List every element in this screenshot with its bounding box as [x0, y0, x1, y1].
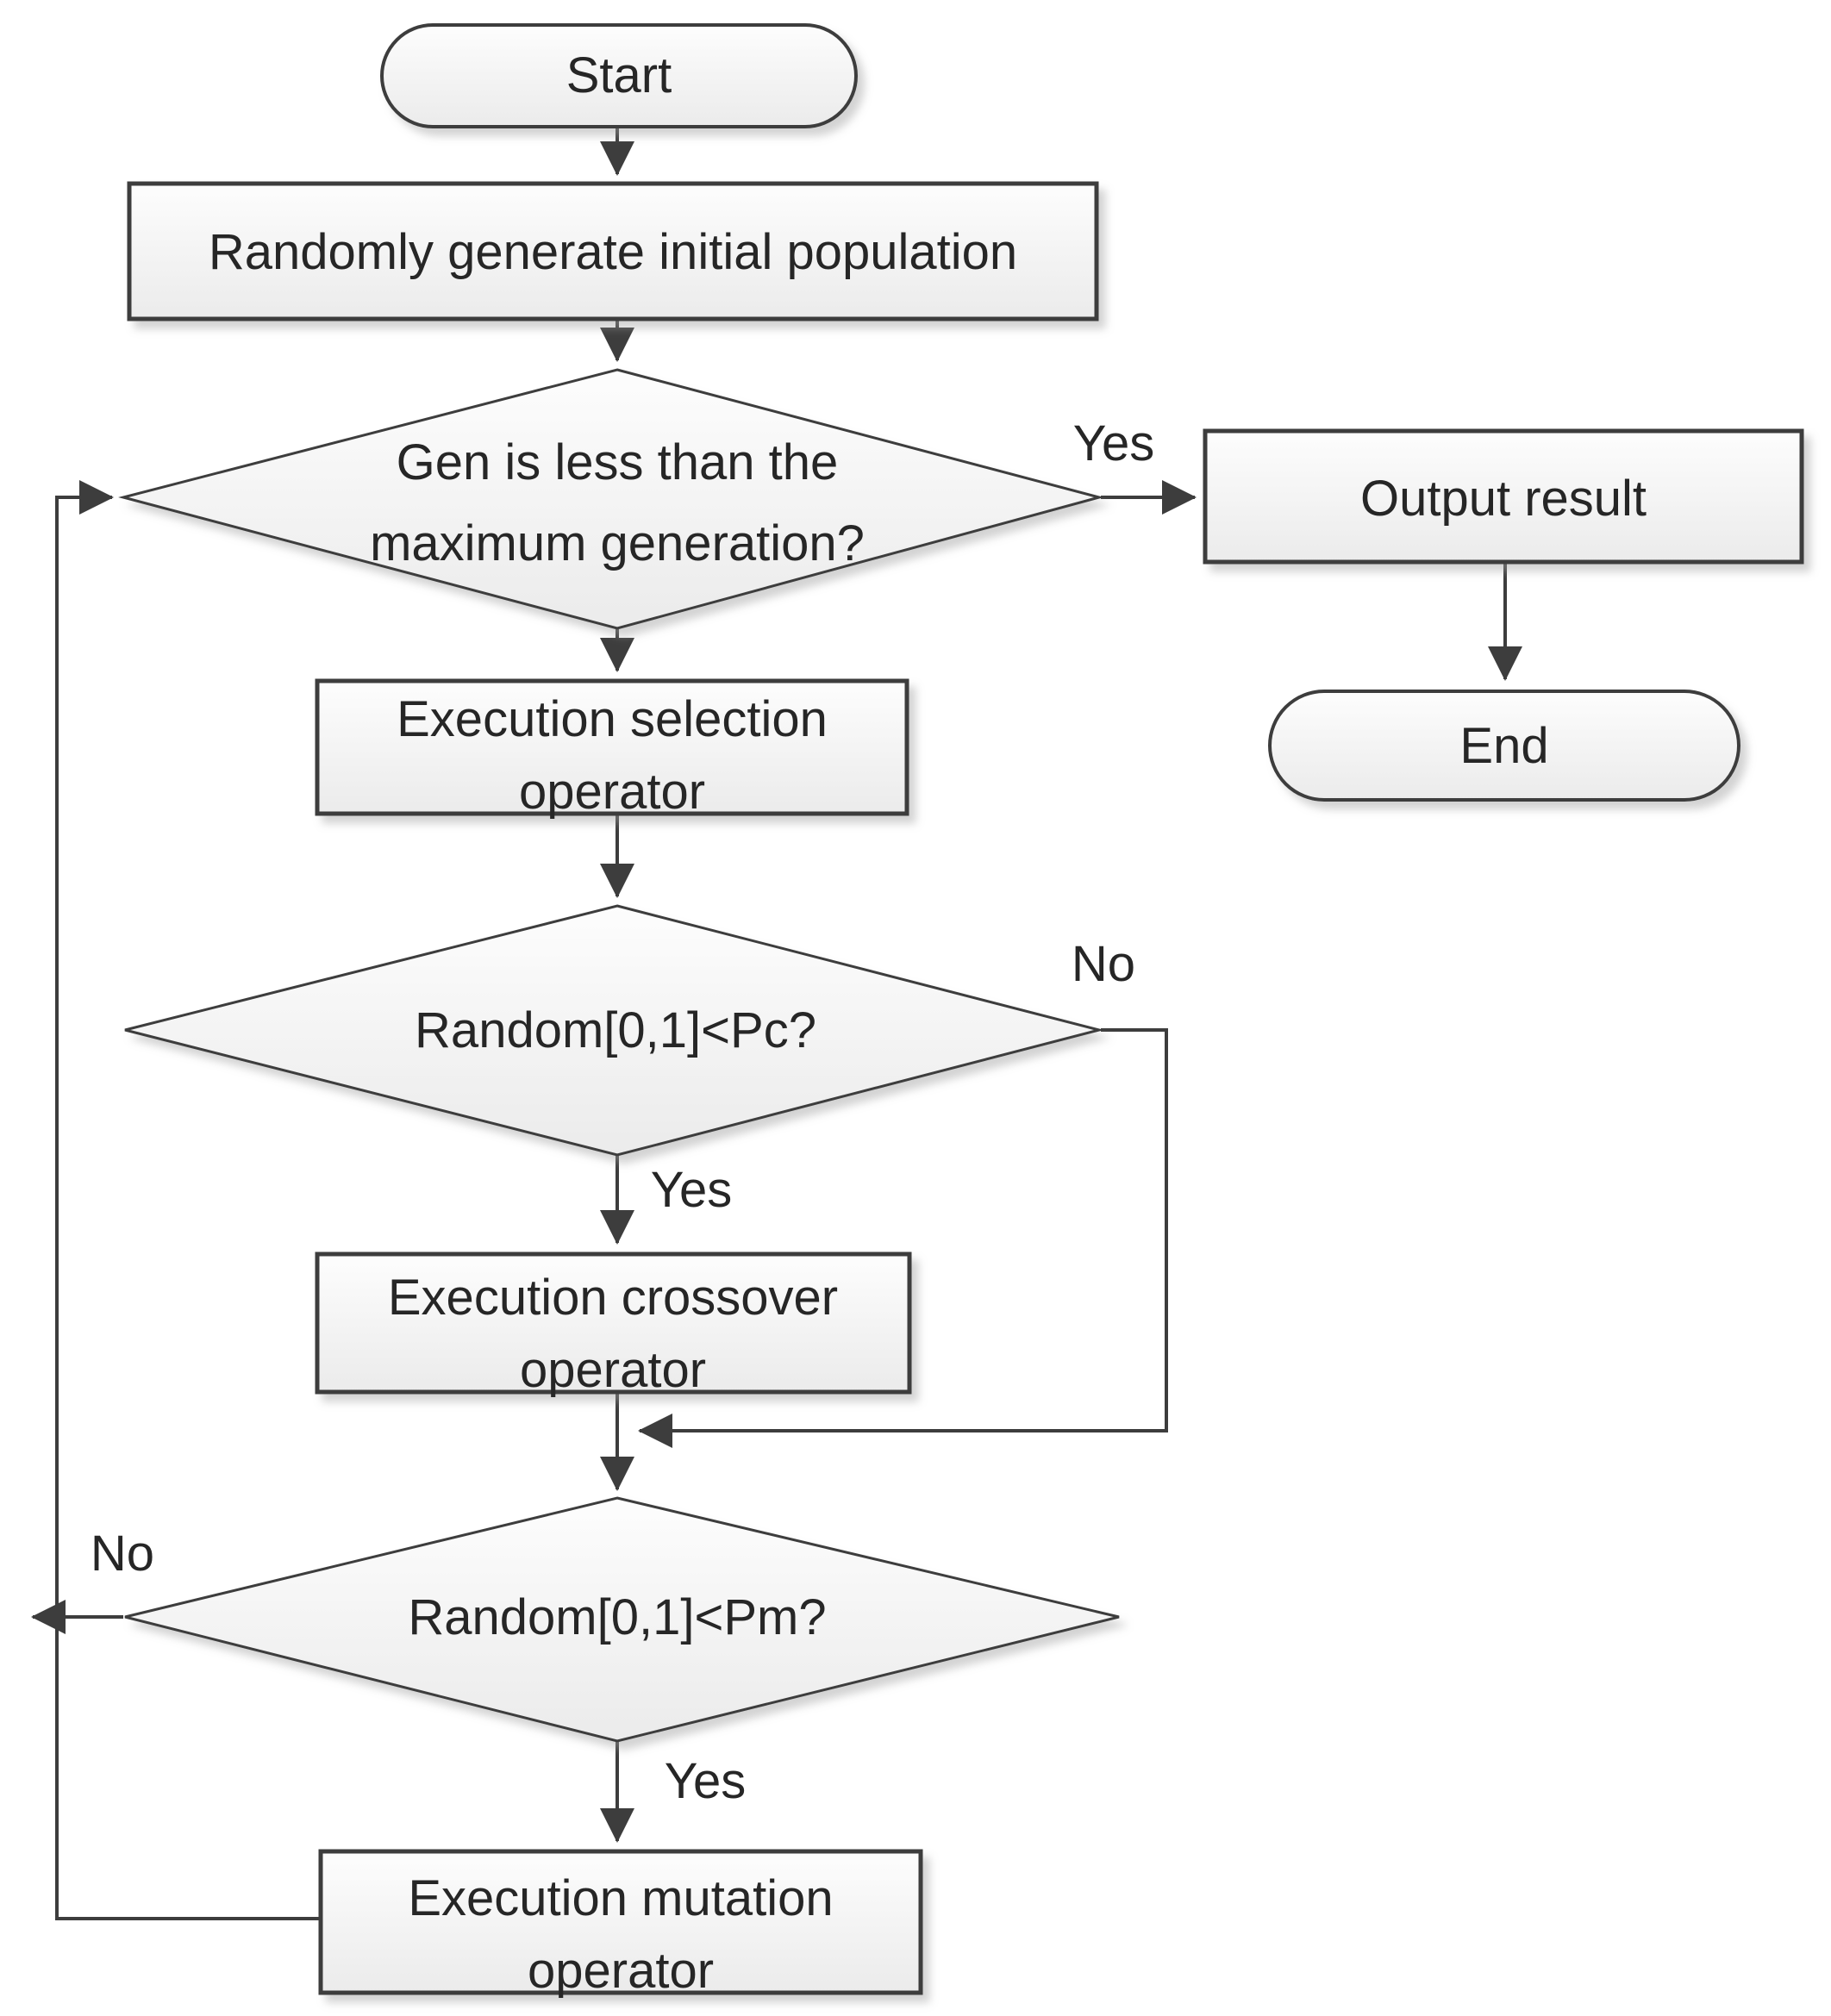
node-pm-check: Random[0,1]<Pm?: [124, 1496, 1120, 1743]
output-result-label: Output result: [1360, 471, 1647, 527]
output-result-process-shape: [1203, 428, 1804, 565]
edge-loop-back-to-gen-check: [55, 480, 321, 1920]
gen-check-label-line2: maximum generation?: [370, 515, 865, 571]
mutation-operator-label-line2: operator: [528, 1943, 714, 1999]
pm-check-label: Random[0,1]<Pm?: [408, 1589, 826, 1645]
crossover-operator-label-line2: operator: [520, 1342, 706, 1398]
pc-check-label: Random[0,1]<Pc?: [415, 1002, 816, 1058]
edges: [31, 128, 1522, 1920]
node-init-population: Randomly generate initial population: [127, 181, 1099, 321]
selection-operator-label-line2: operator: [519, 764, 705, 820]
selection-operator-label-line1: Execution selection: [397, 691, 828, 747]
crossover-operator-label-line1: Execution crossover: [388, 1270, 838, 1326]
edge-pc-check-no-merge: [638, 1028, 1168, 1448]
init-population-process-shape: [127, 181, 1099, 321]
node-selection-operator: Execution selection operator: [315, 678, 909, 820]
selection-operator-process-shape: [315, 678, 909, 816]
node-mutation-operator: Execution mutation operator: [318, 1849, 923, 1999]
node-end: End: [1268, 690, 1740, 802]
pm-check-no-label: No: [91, 1526, 154, 1582]
crossover-operator-process-shape: [315, 1251, 912, 1395]
gen-check-decision-shape: [118, 368, 1104, 630]
pm-check-yes-label: Yes: [665, 1753, 747, 1809]
mutation-operator-label-line1: Execution mutation: [408, 1870, 833, 1926]
node-pc-check: Random[0,1]<Pc?: [124, 904, 1104, 1157]
node-output-result: Output result: [1203, 428, 1804, 565]
node-gen-check: Gen is less than the maximum generation?: [118, 368, 1104, 630]
node-crossover-operator: Execution crossover operator: [315, 1251, 912, 1398]
gen-check-yes-label: Yes: [1073, 415, 1155, 471]
node-start: Start: [380, 23, 858, 128]
edge-labels: Yes No Yes No Yes: [91, 415, 1154, 1809]
pc-check-yes-label: Yes: [651, 1162, 733, 1218]
start-label: Start: [566, 47, 672, 103]
gen-check-label-line1: Gen is less than the: [397, 434, 839, 490]
init-population-label: Randomly generate initial population: [209, 224, 1017, 280]
end-terminator-shape: [1268, 690, 1740, 802]
pm-check-decision-shape: [124, 1496, 1120, 1743]
pc-check-decision-shape: [124, 904, 1104, 1157]
start-terminator-shape: [380, 23, 858, 128]
end-label: End: [1459, 718, 1548, 774]
pc-check-no-label: No: [1072, 936, 1135, 992]
mutation-operator-process-shape: [318, 1849, 923, 1995]
